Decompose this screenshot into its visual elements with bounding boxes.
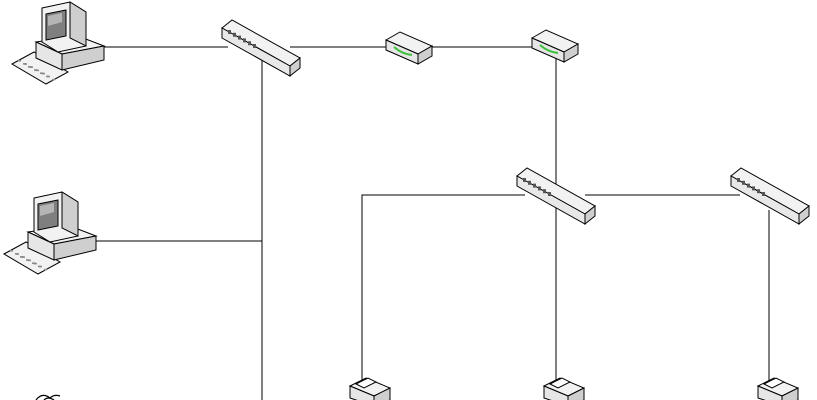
switch-icon <box>221 19 301 78</box>
router-icon <box>530 29 580 63</box>
printer-icon <box>348 377 392 400</box>
link-router-2-printer-2 <box>361 194 525 400</box>
device-icon <box>35 394 61 400</box>
switch-icon <box>516 167 596 226</box>
computer-icon <box>2 191 98 275</box>
connection-lines <box>90 46 770 400</box>
switch-icon <box>730 167 810 226</box>
computer-icon <box>10 1 106 85</box>
printer-icon <box>756 377 800 400</box>
printer-icon <box>542 377 586 400</box>
router-icon <box>384 31 434 65</box>
